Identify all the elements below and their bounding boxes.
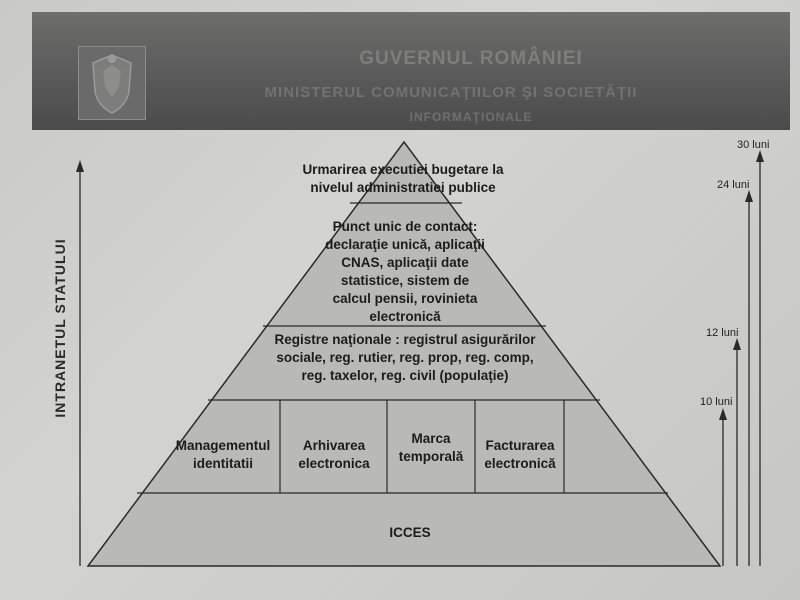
coat-of-arms-icon [78, 46, 146, 120]
pyramid-base: ICCES [389, 525, 431, 540]
banner-title: GUVERNUL ROMÂNIEI [359, 48, 583, 69]
service-archiving: Arhivarea electronica [298, 438, 370, 471]
timeline-arrows [719, 150, 764, 566]
pyramid-level-top: Urmarirea executiei bugetare la nivelul … [302, 162, 504, 195]
intranet-label: INTRANETUL STATULUI [52, 238, 68, 418]
header-banner: GUVERNUL ROMÂNIEI MINISTERUL COMUNICAŢII… [32, 12, 790, 130]
timeline-label-24: 24 luni [717, 179, 750, 191]
banner-subsubtitle: INFORMAŢIONALE [409, 110, 533, 124]
service-timestamp: Marca temporală [398, 431, 464, 464]
timeline-label-30: 30 luni [737, 139, 770, 151]
pyramid-level-registries: Registre naţionale : registrul asigurări… [274, 332, 536, 383]
arrowhead-icon [76, 160, 84, 172]
pyramid-shape [86, 140, 722, 567]
pyramid-level-contact: Punct unic de contact: declaraţie unică,… [325, 219, 485, 324]
banner-subtitle: MINISTERUL COMUNICAŢIILOR ŞI SOCIETĂŢII [264, 84, 638, 101]
service-identity: Managementul identitatii [175, 438, 271, 471]
timeline-label-12: 12 luni [706, 327, 739, 339]
timeline-label-10: 10 luni [700, 396, 733, 408]
service-invoicing: Facturarea electronică [484, 438, 556, 471]
